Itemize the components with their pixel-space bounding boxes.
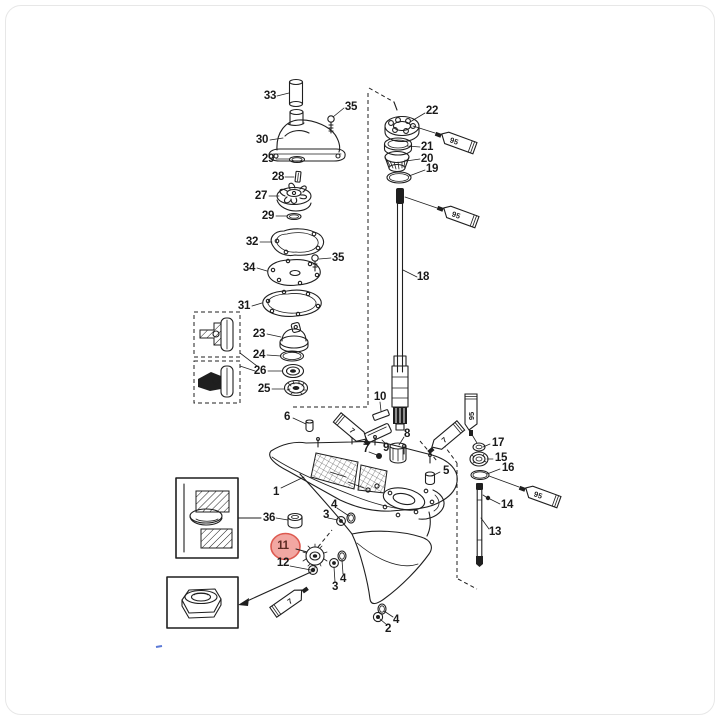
bearing-carrier-column bbox=[279, 322, 309, 397]
svg-text:95: 95 bbox=[533, 489, 544, 500]
shift-shaft-column bbox=[469, 442, 491, 567]
svg-text:95: 95 bbox=[467, 412, 476, 420]
part-11-pinion-gear bbox=[302, 543, 328, 569]
part-14-pin bbox=[482, 494, 491, 501]
part-5-plug bbox=[424, 471, 436, 486]
tube-label: 95 bbox=[449, 135, 460, 146]
part-18-driveshaft bbox=[391, 188, 409, 431]
part-24-oring bbox=[279, 350, 305, 362]
part-13-shift-shaft bbox=[476, 483, 483, 567]
sealant-tubes: 95 95 95 95 7 7 bbox=[269, 131, 562, 619]
part-3-washer-mid bbox=[329, 558, 339, 568]
dashed-assembly-lines bbox=[293, 87, 478, 590]
part-35-screw-top bbox=[327, 115, 335, 134]
part-31-gasket bbox=[262, 289, 322, 317]
shift-cam-variant-b bbox=[198, 365, 234, 398]
part-36-grommet bbox=[287, 512, 303, 529]
adhesive-tube-7-c: 7 bbox=[269, 586, 309, 619]
lubricant-tube-95-c: 95 bbox=[464, 393, 478, 436]
gearcase-housing bbox=[269, 434, 458, 605]
water-pump-column bbox=[262, 78, 346, 317]
part-20-tapered-bearing bbox=[384, 150, 410, 173]
part-2-nut bbox=[372, 611, 384, 623]
scan-artifact bbox=[155, 645, 163, 648]
shift-cam-detail-boxes bbox=[193, 311, 258, 404]
deck-studs bbox=[316, 434, 432, 493]
part-33-sleeve bbox=[288, 78, 304, 108]
part-27-impeller bbox=[276, 182, 312, 212]
gearcase-top-parts bbox=[305, 409, 436, 486]
locknut-detail-box bbox=[166, 576, 239, 629]
part-15-bushing bbox=[469, 451, 489, 467]
part-29-oring-upper bbox=[288, 155, 306, 164]
shift-cam-variant-a bbox=[199, 317, 234, 352]
part-4-ring-upper bbox=[346, 512, 356, 524]
driveshaft-column bbox=[383, 115, 420, 431]
part-26-washer bbox=[281, 363, 305, 379]
fastener-parts bbox=[287, 512, 387, 623]
svg-text:7: 7 bbox=[286, 596, 295, 606]
part-28-key bbox=[294, 170, 302, 183]
part-10-shim bbox=[372, 409, 390, 421]
part-9-anode-block bbox=[364, 423, 392, 443]
part-7-plug bbox=[376, 453, 382, 459]
part-29-oring-lower bbox=[286, 212, 302, 221]
part-16-oring bbox=[470, 469, 490, 481]
part-3-washer-upper bbox=[336, 516, 346, 526]
water-inlet-detail-box bbox=[175, 477, 262, 559]
svg-text:7: 7 bbox=[348, 426, 357, 436]
part-21-race bbox=[383, 137, 413, 156]
part-6-pin bbox=[305, 419, 314, 433]
part-32-gasket bbox=[270, 228, 325, 257]
part-22-bearing-race bbox=[384, 115, 420, 143]
svg-text:7: 7 bbox=[440, 435, 449, 445]
part-25-bearing bbox=[283, 379, 309, 397]
lubricant-tube-95-d: 95 bbox=[518, 485, 562, 509]
highlight-circle-item-11 bbox=[270, 532, 308, 561]
adhesive-tube-7-b: 7 bbox=[427, 420, 466, 454]
part-4-ring-mid bbox=[337, 550, 347, 562]
part-34-face-plate bbox=[267, 258, 321, 286]
leader-lines bbox=[251, 92, 520, 626]
part-12-bearing bbox=[308, 565, 318, 575]
locknut-drawing bbox=[181, 588, 222, 619]
part-8-sleeve bbox=[389, 442, 407, 464]
part-23-cam bbox=[279, 322, 309, 353]
detail-arrow bbox=[238, 571, 312, 606]
part-17-nut bbox=[472, 442, 486, 452]
skeg bbox=[351, 530, 432, 605]
part-19-oring bbox=[386, 171, 412, 184]
adhesive-tube-7-a: 7 bbox=[332, 412, 371, 446]
lubricant-tube-95-a: 95 bbox=[434, 131, 478, 155]
svg-text:95: 95 bbox=[451, 209, 462, 220]
lubricant-tube-95-b: 95 bbox=[436, 205, 480, 229]
image-rounded-border bbox=[5, 5, 715, 715]
part-30-pump-housing bbox=[268, 108, 346, 162]
prop-shaft-flange bbox=[382, 487, 435, 518]
